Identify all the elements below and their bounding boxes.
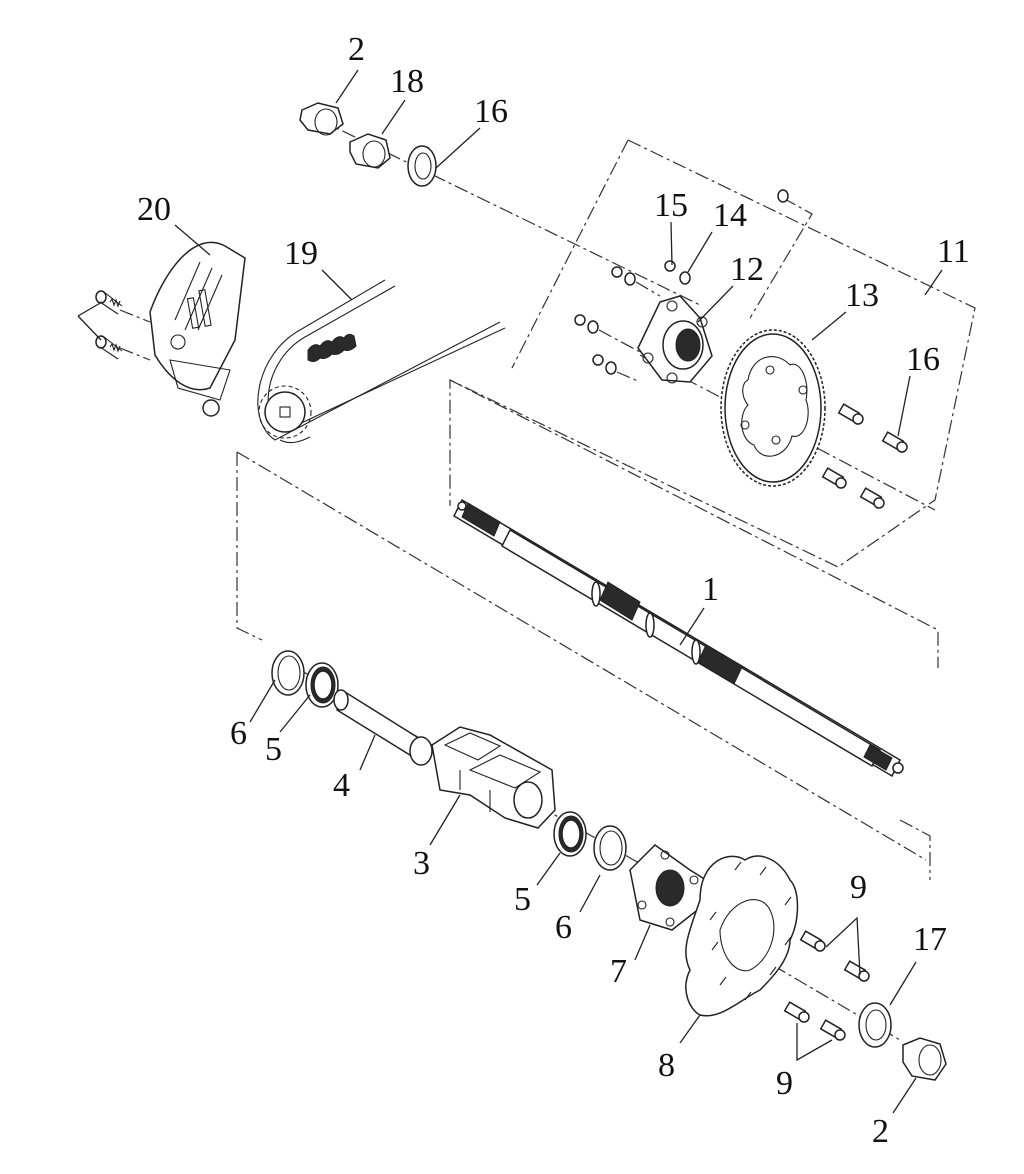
front-sprocket xyxy=(258,385,312,439)
label-10: 11 xyxy=(937,233,970,270)
label-17: 18 xyxy=(390,63,424,100)
label-1: 1 xyxy=(702,571,719,608)
axis-bolt-20b xyxy=(119,347,151,361)
bearing-carrier-3 xyxy=(431,726,556,829)
label-5-left: 5 xyxy=(265,731,282,768)
hub-nuts-14-washers-13 xyxy=(574,260,691,383)
label-18: 19 xyxy=(284,235,318,272)
guide-sprocket-box xyxy=(449,139,976,568)
bolt-20-lower xyxy=(95,335,123,360)
disc-bolts-9 xyxy=(783,930,870,1041)
label-2-upper: 2 xyxy=(348,31,365,68)
part-labels: 2 18 16 20 19 15 14 12 13 11 16 1 6 5 4 … xyxy=(137,31,970,1150)
drive-chain-18 xyxy=(257,279,506,444)
upper-nut-2 xyxy=(299,102,344,136)
label-5-right: 5 xyxy=(514,881,531,918)
sprocket-hub-11 xyxy=(637,295,713,384)
guide-shaft-box xyxy=(449,379,939,668)
bearing-5-right xyxy=(553,811,587,857)
guide-hub-screw xyxy=(749,197,813,319)
assembly-guide-lines xyxy=(119,119,976,1041)
label-13: 14 xyxy=(713,197,747,234)
seal-ring-6-left xyxy=(271,650,305,696)
label-16-upper: 16 xyxy=(474,93,508,130)
lock-nut-17 xyxy=(349,133,391,169)
label-7: 7 xyxy=(610,953,627,990)
label-16-lower: 17 xyxy=(913,921,947,958)
label-4: 4 xyxy=(333,767,350,804)
label-9-lower: 9 xyxy=(776,1065,793,1102)
label-19: 20 xyxy=(137,191,171,228)
label-2-lower: 2 xyxy=(872,1113,889,1150)
hub-screw xyxy=(777,189,789,203)
rear-sprocket-12 xyxy=(720,329,826,487)
seal-ring-6-right xyxy=(593,825,627,871)
label-3: 3 xyxy=(413,845,430,882)
rear-axle-shaft-1 xyxy=(453,498,904,778)
guide-right-end xyxy=(899,819,931,880)
guide-sprocket-left xyxy=(511,139,629,369)
label-11: 12 xyxy=(730,251,764,288)
chain-guard-19 xyxy=(149,241,246,417)
label-12: 13 xyxy=(845,277,879,314)
label-9-upper: 9 xyxy=(850,869,867,906)
axle-nut-2-lower xyxy=(902,1037,947,1081)
label-6-right: 6 xyxy=(555,909,572,946)
spacer-tube-4 xyxy=(333,689,433,766)
leader-lines xyxy=(77,69,943,1114)
washer-16-lower xyxy=(858,1002,892,1048)
label-8: 8 xyxy=(658,1047,675,1084)
washer-16-upper xyxy=(407,145,437,187)
sprocket-bolts-15 xyxy=(821,403,908,509)
guide-left-vertical xyxy=(236,452,263,641)
label-14: 15 xyxy=(654,187,688,224)
axis-bolt-20a xyxy=(119,309,151,323)
brake-disc-8 xyxy=(685,855,799,1017)
bearing-5-left xyxy=(305,662,339,708)
label-6-left: 6 xyxy=(230,715,247,752)
label-15: 16 xyxy=(906,341,940,378)
guard-bolts-20 xyxy=(95,290,123,360)
guide-long-diagonal xyxy=(236,451,927,861)
